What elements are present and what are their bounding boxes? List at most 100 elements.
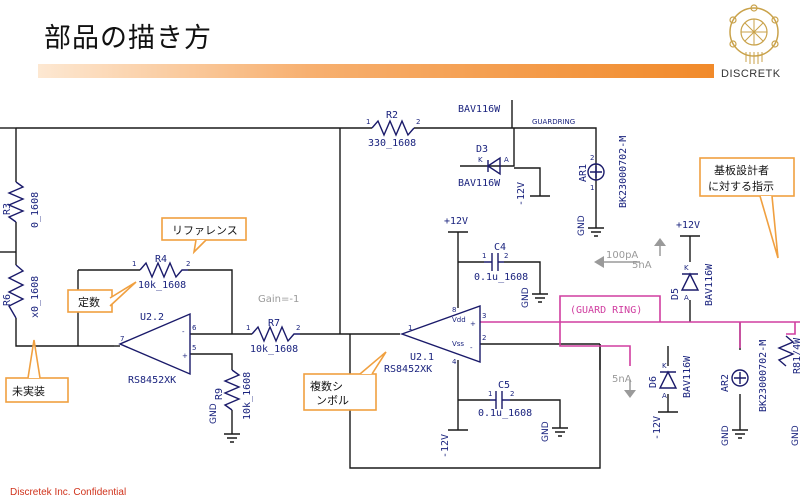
svg-text:A: A [684,294,689,302]
svg-text:6: 6 [192,324,197,332]
svg-text:2: 2 [296,324,300,332]
d3-supply: -12V [516,182,527,206]
ar2-ref: AR2 [720,374,731,392]
svg-text:K: K [684,264,689,272]
svg-text:GND: GND [721,425,731,446]
svg-text:2: 2 [186,260,190,268]
u21-value: RS8452XK [384,364,432,375]
d5-supply: +12V [676,220,700,231]
svg-text:-: - [182,328,185,336]
current-5na-bottom: 5nA [612,374,632,385]
r7-value: 10k_1608 [250,344,298,355]
c4-ref: C4 [494,242,506,253]
u22-value: RS8452XK [128,375,176,386]
ar1-value: BK23000702-M [618,136,629,208]
svg-text:複数シ: 複数シ [310,379,343,393]
r8-label: R81/4W [792,337,800,374]
svg-text:GND: GND [521,287,531,308]
discretek-logo-icon [729,4,779,64]
u21-vdd-pin: Vdd [452,316,466,324]
svg-text:ンボル: ンボル [316,394,349,407]
svg-text:+: + [182,352,188,360]
svg-text:に対する指示: に対する指示 [708,179,774,193]
svg-text:2: 2 [590,154,594,162]
svg-text:1: 1 [488,390,492,398]
svg-text:定数: 定数 [78,295,100,309]
d3-value: BAV116W [458,178,501,189]
callout-reference: リファレンス [161,217,247,255]
current-arrow-up-icon [654,238,666,256]
u21-vss-pin: Vss [452,340,464,348]
svg-text:1: 1 [246,324,250,332]
logo-text: DISCRETK [721,68,781,80]
svg-text:2: 2 [510,390,514,398]
slide-title: 部品の描き方 [44,23,212,54]
svg-text:1: 1 [482,252,486,260]
u21-vdd-supply: +12V [444,216,468,227]
r3-value: 0_1608 [30,192,41,228]
svg-text:GND: GND [209,403,219,424]
svg-text:A: A [662,392,667,400]
c5-value: 0.1u_1608 [478,408,532,419]
svg-text:リファレンス: リファレンス [172,224,238,237]
current-100pa: 100pA [606,250,638,261]
u21-vss-supply: -12V [440,434,451,458]
d6-supply: -12V [652,416,663,440]
r3-ref: R3 [2,203,13,215]
current-arrow-left-icon [594,256,640,268]
svg-text:5: 5 [192,344,196,352]
d3-top-label: BAV116W [458,104,501,115]
r2-value: 330_1608 [368,138,416,149]
gnd-symbol [224,210,748,443]
ar2-value: BK23000702-M [758,340,769,412]
callout-designer-instruction: 基板設計者 に対する指示 [699,157,795,259]
current-5na-top: 5nA [632,260,652,271]
gain-label: Gain=-1 [258,294,299,305]
ar1-ref: AR1 [578,164,589,182]
r7-ref: R7 [268,318,280,329]
svg-text:3: 3 [482,312,486,320]
svg-text:1: 1 [132,260,136,268]
svg-text:A: A [504,156,509,164]
r6-value: x0_1608 [30,276,41,318]
r9-ref: R9 [214,388,225,400]
r2-ref: R2 [386,110,398,121]
svg-text:K: K [478,156,483,164]
callout-multi-symbol: 複数シ ンボル [303,351,387,411]
svg-text:+: + [470,320,476,328]
svg-text:2: 2 [416,118,420,126]
svg-text:2: 2 [482,334,486,342]
c4-value: 0.1u_1608 [474,272,528,283]
guard-ring-label: (GUARD RING) [570,305,642,316]
svg-text:4: 4 [452,358,457,366]
d5-ref: D5 [670,288,681,300]
footer-confidential: Discretek Inc. Confidential [10,487,127,498]
svg-text:K: K [662,362,667,370]
guard-ring-net: GUARDRING [532,118,575,126]
d6-ref: D6 [648,376,659,388]
svg-text:GND: GND [577,215,587,236]
d3-ref: D3 [476,144,488,155]
callout-not-mounted: 未実装 [5,339,69,403]
r4-value: 10k_1608 [138,280,186,291]
c5-ref: C5 [498,380,510,391]
r6-ref: R6 [2,294,13,306]
svg-text:1: 1 [408,324,412,332]
d5-value: BAV116W [704,263,715,306]
current-arrow-down-icon [624,380,636,398]
svg-text:基板設計者: 基板設計者 [714,163,769,177]
callout-constant: 定数 [67,281,137,313]
svg-text:7: 7 [120,335,124,343]
svg-text:GND: GND [541,421,551,442]
svg-text:1: 1 [366,118,370,126]
r4-ref: R4 [155,254,167,265]
u22-ref: U2.2 [140,312,164,323]
d6-value: BAV116W [682,355,693,398]
r9-value: 10k_1608 [242,372,253,420]
svg-text:-: - [470,344,473,352]
svg-text:GND: GND [791,425,800,446]
u21-ref: U2.1 [410,352,434,363]
svg-text:2: 2 [504,252,508,260]
title-accent-bar [38,64,714,78]
